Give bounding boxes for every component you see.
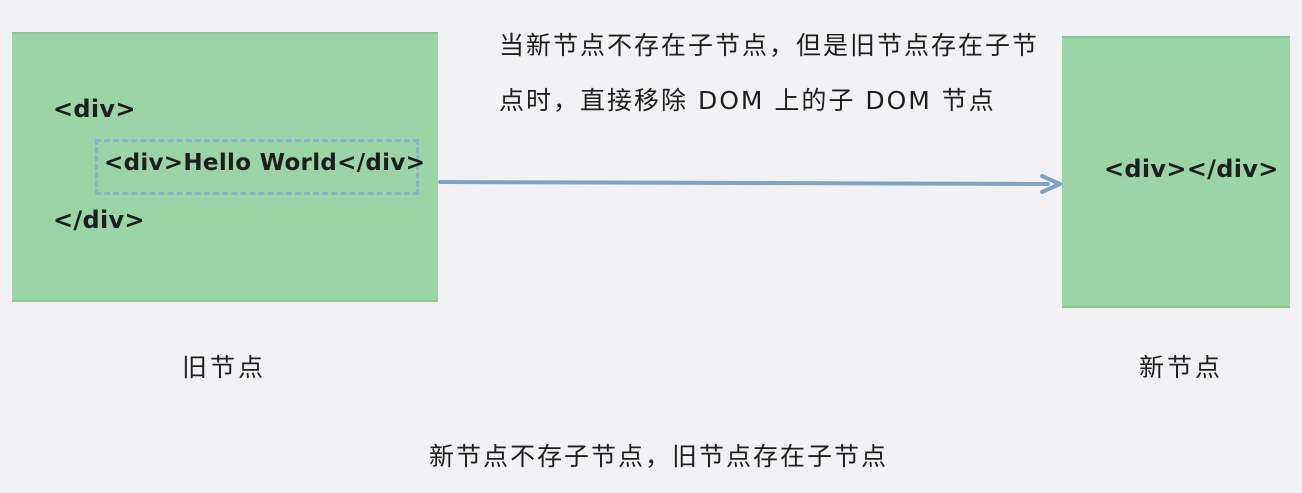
diagram-caption: 新节点不存子节点，旧节点存在子节点 — [429, 442, 889, 471]
old-node-child-code: <div>Hello World</div> — [104, 150, 426, 176]
old-node-label: 旧节点 — [182, 353, 267, 382]
arrow-shaft — [438, 180, 1050, 186]
old-node-close-tag: </div> — [53, 206, 145, 234]
arrow-description: 当新节点不存在子节点，但是旧节点存在子节点时，直接移除 DOM 上的子 DOM … — [499, 31, 1040, 115]
old-node-child-box — [95, 139, 419, 195]
new-node-code: <div></div> — [1104, 155, 1279, 183]
arrow-head — [1040, 174, 1062, 194]
old-node-open-tag: <div> — [53, 95, 136, 123]
new-node-label: 新节点 — [1139, 353, 1224, 382]
new-node-box — [1062, 36, 1290, 308]
old-node-box — [12, 32, 438, 302]
